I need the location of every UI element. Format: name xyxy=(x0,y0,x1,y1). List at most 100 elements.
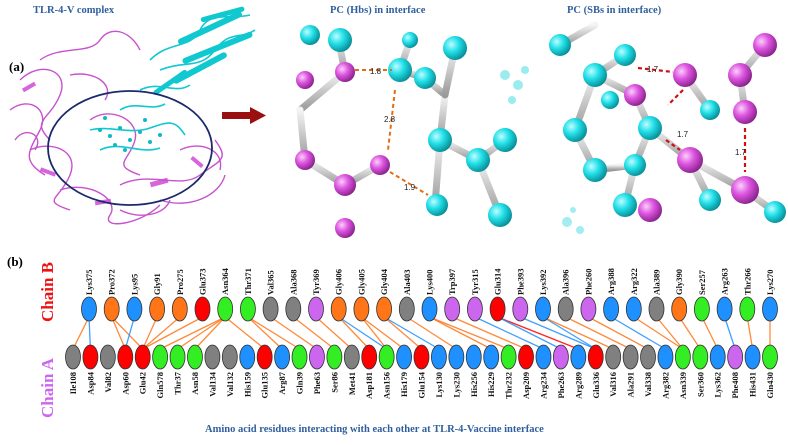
residue-label: Tyr315 xyxy=(470,269,480,295)
arrow-right-icon xyxy=(222,107,266,124)
residue-node xyxy=(194,296,211,322)
residue-label: Val134 xyxy=(207,371,217,396)
protein-complex-image xyxy=(9,6,256,225)
interaction-line xyxy=(159,316,226,350)
residue-label: Glu135 xyxy=(260,372,270,398)
residue-node xyxy=(674,344,691,370)
interaction-line xyxy=(678,316,701,350)
residue-label: His229 xyxy=(486,372,496,397)
residue-node xyxy=(169,344,186,370)
residue-label: Gln430 xyxy=(765,372,775,398)
residue-node xyxy=(444,296,461,322)
residue-node xyxy=(396,344,412,370)
residue-node xyxy=(353,296,370,322)
residue-node xyxy=(149,296,166,322)
hbs-distance-3: 1.9 xyxy=(404,183,416,192)
residue-node xyxy=(82,344,99,370)
interaction-line xyxy=(247,316,300,350)
residue-node xyxy=(625,296,642,322)
residue-label: Pro372 xyxy=(107,269,117,295)
residue-label: Asn364 xyxy=(220,267,230,295)
interaction-line xyxy=(383,316,422,350)
residue-label: Thr266 xyxy=(742,268,752,295)
residue-label: Arg234 xyxy=(538,371,548,399)
residue-label: Phe260 xyxy=(583,269,593,295)
residue-node xyxy=(421,296,438,322)
residue-node xyxy=(622,344,639,370)
residue-label: Arg322 xyxy=(629,268,639,295)
sbs-distance-2: 1.7 xyxy=(677,130,689,139)
residue-node xyxy=(553,344,569,370)
residue-label: Ala389 xyxy=(652,270,662,296)
hbs-distance-2: 2.8 xyxy=(384,115,396,124)
residue-label: Asn339 xyxy=(678,372,688,399)
residue-label: Lys230 xyxy=(451,372,461,398)
interaction-line xyxy=(177,316,226,350)
interaction-line xyxy=(111,316,144,350)
residue-label: Gly390 xyxy=(674,269,684,295)
residue-node xyxy=(431,344,447,370)
residue-label: Gly404 xyxy=(379,268,389,295)
residue-node xyxy=(378,344,395,370)
residue-node xyxy=(326,344,343,370)
sbs-distance-1: 1.7 xyxy=(647,65,659,74)
residue-label: Thr371 xyxy=(243,268,253,295)
residue-node xyxy=(512,296,529,322)
residue-node xyxy=(762,344,778,370)
residue-label: Ala396 xyxy=(561,270,571,296)
residue-label: Lys400 xyxy=(425,269,435,295)
residue-label: Asn58 xyxy=(190,372,200,395)
interaction-line xyxy=(338,316,388,350)
residue-node xyxy=(256,344,273,370)
residue-node xyxy=(103,296,120,322)
residue-label: Gln578 xyxy=(155,372,165,398)
interaction-line xyxy=(633,316,684,350)
residue-label: Gly91 xyxy=(152,273,162,295)
residue-node xyxy=(398,296,415,322)
interaction-line xyxy=(701,316,719,350)
residue-label: His159 xyxy=(242,372,252,397)
complex-title: TLR-4-V complex xyxy=(33,5,115,16)
residue-label: Thr37 xyxy=(173,371,183,394)
residue-node xyxy=(570,344,587,370)
residue-node xyxy=(204,344,221,370)
residue-label: Arg289 xyxy=(573,372,583,399)
residue-label: Glu336 xyxy=(591,372,601,398)
residue-node xyxy=(518,344,534,370)
residue-label: Tyr369 xyxy=(311,269,321,295)
residue-label: Val338 xyxy=(643,372,653,397)
residue-label: Ile108 xyxy=(68,372,78,394)
residue-node xyxy=(535,296,551,322)
residue-node xyxy=(126,296,143,322)
residue-label: Ser86 xyxy=(329,372,339,393)
interaction-line xyxy=(474,316,544,350)
residue-node xyxy=(291,344,308,370)
interaction-line xyxy=(292,316,335,350)
residue-label: Arg87 xyxy=(277,371,287,394)
residue-label: Val132 xyxy=(225,372,235,397)
residue-label: His431 xyxy=(748,372,758,397)
residue-node xyxy=(81,296,97,322)
residue-node xyxy=(99,344,116,370)
residue-node xyxy=(274,344,291,370)
residue-label: Arg388 xyxy=(606,268,616,295)
interaction-line xyxy=(542,316,597,350)
residue-label: Val365 xyxy=(266,270,276,295)
interaction-line xyxy=(194,316,226,350)
residue-node xyxy=(239,344,256,370)
residue-node xyxy=(657,344,674,370)
residue-node xyxy=(605,344,622,370)
interaction-line xyxy=(746,316,754,350)
sbs-zoom-image: 1.7 1.7 1.7 xyxy=(549,21,786,234)
panel-a-graphics: 1.8 2.8 1.9 xyxy=(9,6,786,238)
residue-node xyxy=(692,344,709,370)
residue-label: Arg263 xyxy=(720,268,730,295)
residue-node xyxy=(152,344,169,370)
residue-label: Lys362 xyxy=(713,372,723,398)
residue-label: Met41 xyxy=(347,372,357,395)
interaction-line xyxy=(655,316,684,350)
residue-label: Arg382 xyxy=(660,372,670,399)
residue-node xyxy=(285,296,302,322)
interaction-line xyxy=(338,316,370,350)
residue-label: Asp60 xyxy=(120,372,130,395)
